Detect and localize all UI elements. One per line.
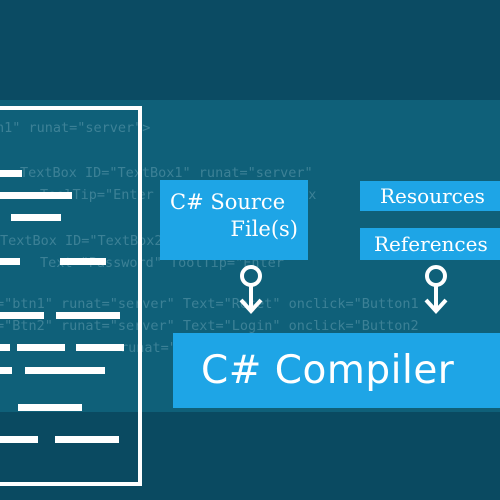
source-files-label-line2: File(s)	[230, 217, 298, 241]
document-line	[18, 404, 82, 411]
document-line	[25, 367, 105, 374]
document-line	[0, 367, 12, 374]
document-line	[56, 312, 120, 319]
node-resources: Resources	[360, 181, 500, 211]
document-line	[0, 192, 72, 199]
document-line	[55, 436, 119, 443]
edge-references-to-compiler-arrow	[424, 265, 448, 314]
resources-label: Resources	[380, 184, 485, 208]
code-document-frame	[0, 106, 142, 486]
node-references: References	[360, 228, 500, 260]
compiler-label: C# Compiler	[201, 348, 455, 393]
document-line	[60, 258, 106, 265]
document-line	[0, 344, 10, 351]
document-line	[17, 344, 65, 351]
document-line	[76, 344, 124, 351]
document-line	[0, 170, 22, 177]
references-label: References	[374, 232, 488, 256]
edge-source-to-compiler-arrow	[239, 265, 263, 314]
node-compiler: C# Compiler	[173, 333, 500, 408]
document-line	[0, 312, 44, 319]
document-line	[11, 214, 61, 221]
code-line: ="btn1" runat="server" Text="Reset" oncl…	[0, 296, 419, 312]
code-line: n1" runat="server">	[0, 120, 151, 136]
source-files-label-line1: C# Source	[170, 190, 286, 214]
document-line	[0, 258, 20, 265]
code-line: ="Btn2" runat="server" Text="Login" oncl…	[0, 318, 419, 334]
code-line: TextBox ID="TextBox1" runat="server"	[20, 165, 313, 181]
node-source-files: C# Source File(s)	[160, 180, 308, 260]
document-line	[0, 436, 38, 443]
